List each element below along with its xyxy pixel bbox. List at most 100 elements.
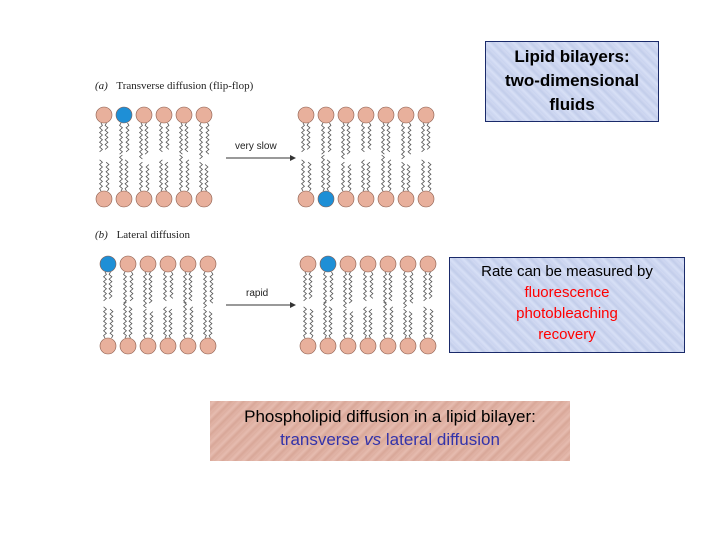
- lipid-tail: [164, 161, 169, 192]
- lipid-tail: [129, 271, 134, 302]
- lipid-tail: [128, 306, 133, 339]
- lipid-tail: [322, 301, 328, 339]
- lipid-tail: [406, 164, 411, 192]
- lipid-tail: [178, 154, 184, 192]
- lipid-tail: [307, 161, 312, 192]
- lipid-tail: [400, 161, 406, 192]
- labeled-lipid-head: [99, 255, 117, 273]
- panel-a-bilayer-before: [95, 106, 213, 208]
- lipid: [419, 255, 437, 302]
- lipid-head: [115, 190, 133, 208]
- lipid-head: [195, 106, 213, 124]
- lipid-tail: [158, 159, 164, 192]
- lipid-tail: [342, 271, 348, 309]
- lipid-head: [317, 106, 335, 124]
- lipid-tail: [342, 308, 348, 339]
- panel-a-arrow-label: very slow: [235, 141, 277, 152]
- panel-b-bilayer-before: [99, 255, 217, 355]
- lipid-tail: [306, 122, 311, 150]
- lipid-head: [135, 106, 153, 124]
- rate-line-4: recovery: [538, 326, 596, 343]
- lipid-tail: [366, 161, 371, 192]
- lipid-tail: [360, 122, 366, 153]
- lipid-head: [377, 190, 395, 208]
- lipid-head: [339, 255, 357, 273]
- lipid: [337, 106, 355, 160]
- lipid-head: [199, 255, 217, 273]
- lipid: [299, 255, 317, 302]
- lipid: [199, 308, 217, 355]
- lipid-head: [159, 337, 177, 355]
- lipid-tail: [369, 271, 374, 299]
- lipid-head: [379, 255, 397, 273]
- lipid: [115, 154, 133, 208]
- lipid-head: [175, 190, 193, 208]
- lipid-tail: [300, 122, 306, 153]
- lipid-tail: [168, 308, 173, 339]
- lipid-tail: [104, 122, 109, 150]
- lipid: [417, 106, 435, 153]
- caption-vs: vs: [364, 430, 382, 449]
- lipid-head: [297, 190, 315, 208]
- lipid: [297, 159, 315, 208]
- lipid-head: [397, 106, 415, 124]
- lipid-head: [299, 337, 317, 355]
- lipid-tail: [162, 271, 168, 302]
- lipid-tail: [178, 122, 184, 155]
- lipid: [359, 306, 377, 355]
- lipid: [337, 161, 355, 208]
- lipid-tail: [144, 122, 149, 155]
- title-box: Lipid bilayers: two-dimensional fluids: [485, 41, 659, 122]
- lipid-head: [155, 106, 173, 124]
- lipid-tail: [198, 122, 204, 160]
- lipid-tail: [165, 122, 170, 150]
- panel-a-label: (a) Transverse diffusion (flip-flop): [95, 80, 254, 92]
- lipid-tail: [302, 271, 308, 302]
- lipid: [379, 301, 397, 355]
- lipid: [399, 308, 417, 355]
- panel-b-arrow-label: rapid: [246, 288, 268, 299]
- lipid-head: [159, 255, 177, 273]
- lipid: [195, 161, 213, 208]
- lipid: [179, 255, 197, 304]
- lipid-tail: [184, 122, 189, 153]
- lipid: [119, 301, 137, 355]
- lipid-tail: [329, 271, 334, 302]
- lipid-tail: [118, 154, 124, 192]
- labeled-lipid: [99, 255, 117, 302]
- lipid-tail: [205, 122, 210, 155]
- lipid-head: [399, 255, 417, 273]
- lipid-tail: [387, 159, 392, 192]
- lipid-head: [139, 255, 157, 273]
- lipid-head: [119, 337, 137, 355]
- labeled-lipid-head: [319, 255, 337, 273]
- lipid-tail: [367, 122, 372, 150]
- lipid-head: [299, 255, 317, 273]
- lipid-tail: [368, 308, 373, 339]
- labeled-lipid-head: [115, 106, 133, 124]
- lipid: [135, 106, 153, 160]
- lipid-tail: [182, 301, 188, 339]
- lipid-tail: [300, 159, 306, 192]
- lipid: [377, 154, 395, 208]
- panel-a-letter: (a): [95, 80, 108, 92]
- lipid-tail: [429, 308, 434, 339]
- lipid-head: [397, 190, 415, 208]
- lipid-head: [195, 190, 213, 208]
- lipid-head: [95, 190, 113, 208]
- lipid: [159, 306, 177, 355]
- lipid-tail: [389, 306, 394, 339]
- lipid-tail: [98, 159, 104, 192]
- lipid-tail: [209, 271, 214, 304]
- lipid-head: [139, 337, 157, 355]
- lipid-tail: [208, 311, 213, 339]
- lipid-head: [359, 337, 377, 355]
- lipid: [359, 255, 377, 302]
- lipid: [417, 159, 435, 208]
- lipid-head: [359, 255, 377, 273]
- lipid-tail: [407, 122, 412, 155]
- lipid: [339, 308, 357, 355]
- lipid-head: [417, 106, 435, 124]
- lipid-head: [199, 337, 217, 355]
- lipid-tail: [402, 308, 408, 339]
